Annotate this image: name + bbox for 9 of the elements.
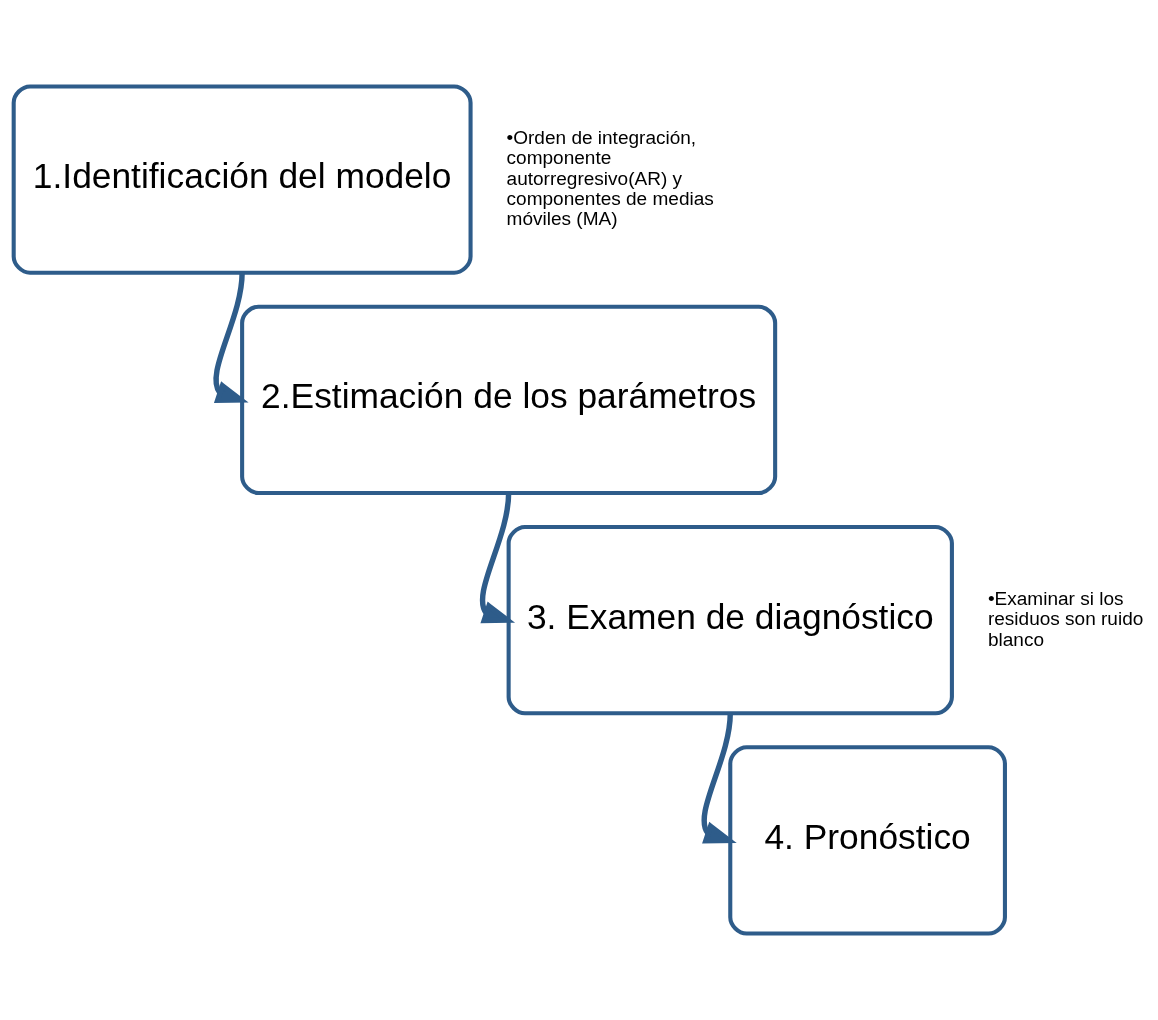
arrow	[479, 492, 516, 624]
arrow	[701, 713, 737, 844]
arrow	[213, 272, 249, 404]
node-label: •Examinar si los residuos son ruido blanco	[987, 587, 1144, 650]
node-box: 1.Identificación del modelo	[11, 84, 473, 275]
node-box: 2.Estimación de los parámetros	[240, 304, 778, 496]
node-box: 3. Examen de diagnóstico	[506, 524, 954, 716]
node-label: •Orden de integración, componente autorregresivo(AR) y componentes de medias móviles (MA)	[506, 126, 714, 230]
node-box: 4. Pronóstico	[728, 745, 1007, 936]
